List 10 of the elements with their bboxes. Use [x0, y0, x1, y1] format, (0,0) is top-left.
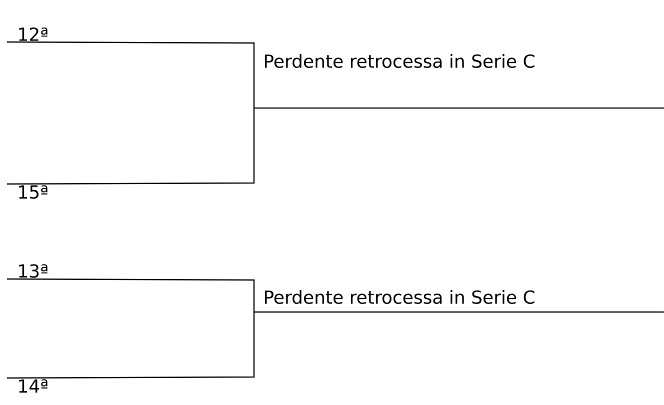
team-label: 12ª [19, 27, 48, 41]
result-label: Perdente retrocessa in Serie C [254, 290, 664, 313]
result-label: Perdente retrocessa in Serie C [254, 54, 664, 109]
bracket-line [7, 312, 255, 379]
team-label: 13ª [19, 264, 48, 278]
team-label: 14ª [19, 379, 48, 393]
bracket-line [7, 108, 255, 185]
bracket-line [7, 41, 255, 108]
bracket-line [7, 278, 255, 312]
team-label: 15ª [19, 185, 48, 199]
